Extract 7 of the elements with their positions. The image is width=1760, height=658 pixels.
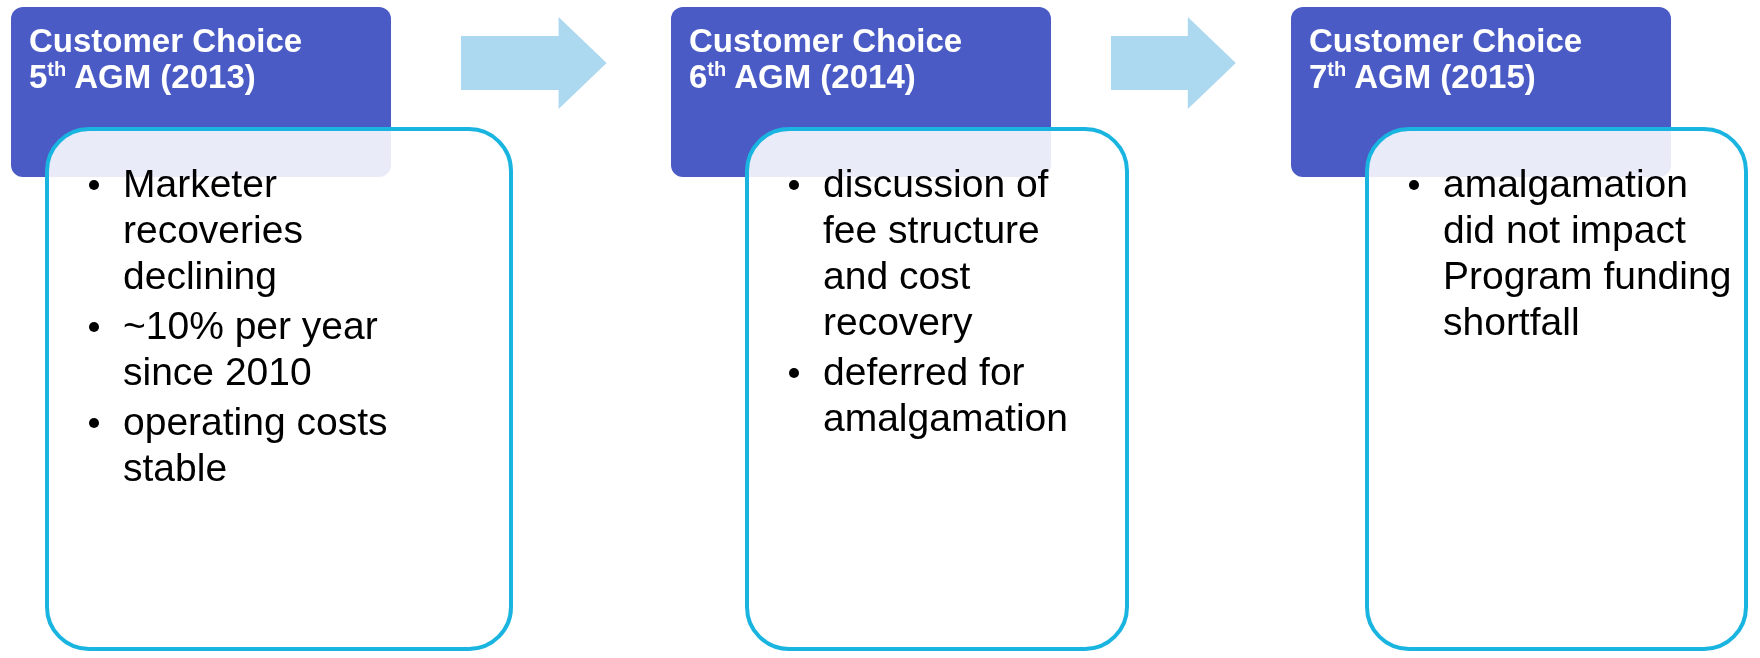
bullet-card — [745, 127, 1129, 651]
block-arrow — [1111, 17, 1236, 109]
bullet-card — [1365, 127, 1748, 651]
bullet-text: operating costs stable — [123, 400, 388, 489]
block-arrow — [461, 17, 607, 109]
bullet-card — [45, 127, 513, 651]
bullet-text: deferred for amalgamation — [823, 350, 1068, 439]
